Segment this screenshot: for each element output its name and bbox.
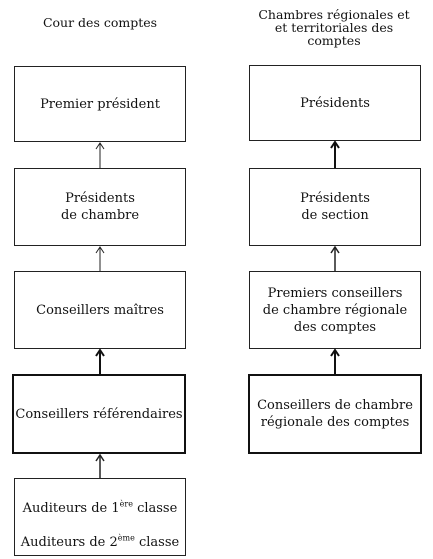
arrow-up-icon: [95, 348, 105, 374]
right-column-title: Chambres régionales et et territoriales …: [258, 7, 410, 48]
arrow-up-icon: [330, 140, 340, 168]
box-label: Présidents de chambre: [60, 191, 140, 223]
auditeurs-line1-sup: ère: [119, 499, 133, 509]
box-presidents-de-section: Présidents de section: [249, 168, 421, 246]
box-premier-president: Premier président: [14, 66, 186, 142]
box-presidents: Présidents: [249, 65, 421, 141]
box-auditeurs: Auditeurs de 1ère classe Auditeurs de 2è…: [14, 478, 186, 556]
arrow-up-icon: [330, 348, 340, 374]
box-label: Premiers conseillers de chambre régional…: [262, 285, 408, 335]
box-label: Présidents de section: [300, 191, 370, 223]
box-premiers-conseillers: Premiers conseillers de chambre régional…: [249, 271, 421, 349]
auditeurs-line2-sup: ème: [117, 533, 135, 543]
box-conseillers-referendaires: Conseillers référendaires: [12, 374, 186, 454]
box-presidents-de-chambre: Présidents de chambre: [14, 168, 186, 246]
box-label: Conseillers référendaires: [15, 406, 183, 422]
box-label: Auditeurs de 1ère classe Auditeurs de 2è…: [21, 483, 179, 551]
arrow-up-icon: [95, 246, 105, 271]
box-label: Premier président: [40, 96, 160, 112]
box-label: Conseillers maîtres: [36, 302, 164, 318]
auditeurs-line1-prefix: Auditeurs de 1: [22, 501, 120, 516]
auditeurs-line1-suffix: classe: [132, 501, 178, 516]
arrow-up-icon: [330, 245, 340, 271]
left-column-title: Cour des comptes: [42, 15, 158, 30]
arrow-up-icon: [95, 142, 105, 168]
box-conseillers-maitres: Conseillers maîtres: [14, 271, 186, 349]
box-label: Conseillers de chambre régionale des com…: [257, 398, 413, 430]
auditeurs-line2-prefix: Auditeurs de 2: [20, 535, 118, 550]
auditeurs-line2-suffix: classe: [134, 535, 180, 550]
box-label: Présidents: [300, 95, 370, 111]
arrow-up-icon: [95, 453, 105, 478]
box-conseillers-de-chambre: Conseillers de chambre régionale des com…: [248, 374, 422, 454]
